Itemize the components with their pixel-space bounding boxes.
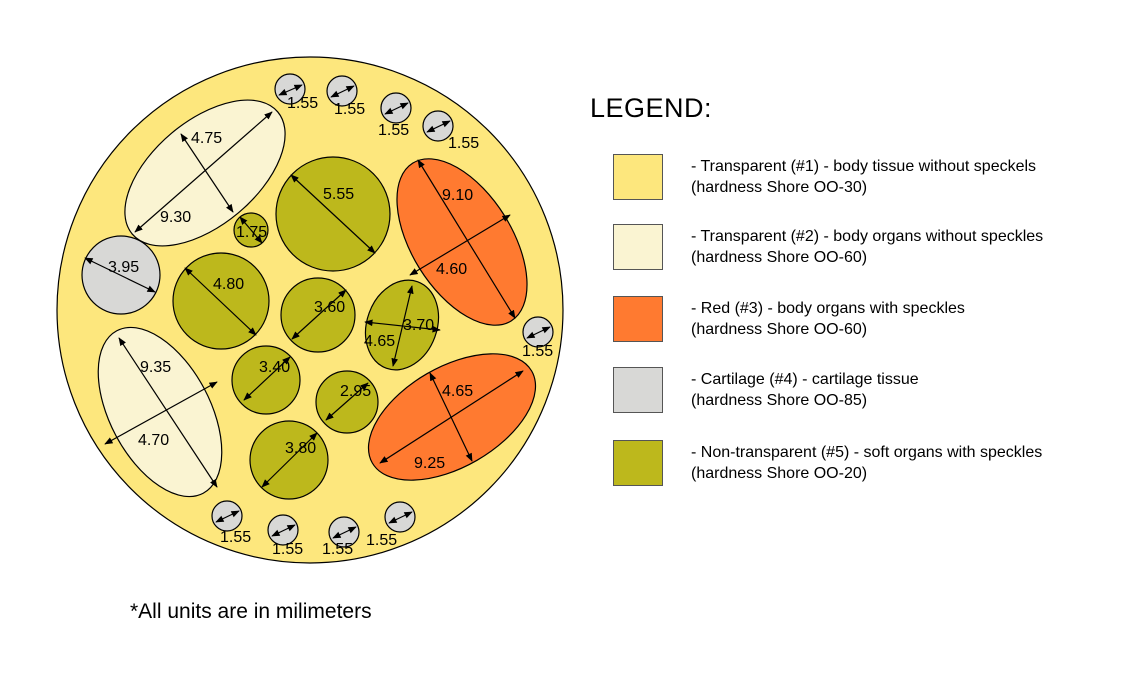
legend-text: - Cartilage (#4) - cartilage tissue (har… [691, 369, 919, 411]
dimension-label: 1.55 [220, 529, 251, 546]
dimension-label: 5.55 [323, 186, 354, 203]
dimension-label: 3.80 [285, 440, 316, 457]
soft-organ-3-40: 3.40 [231, 345, 301, 415]
cartilage-small-top-4: 1.55 [422, 110, 479, 152]
legend-text: - Non-transparent (#5) - soft organs wit… [691, 442, 1042, 484]
dimension-label: 1.55 [448, 135, 479, 152]
dimension-label: 1.55 [272, 541, 303, 558]
legend-item-transparent-1: - Transparent (#1) - body tissue without… [613, 154, 1133, 206]
dimension-label: 9.25 [414, 455, 445, 472]
dimension-label: 4.65 [442, 383, 473, 400]
red-organ-upper-right: 9.10 4.60 [396, 158, 528, 326]
dimension-label: 9.30 [160, 209, 191, 226]
cartilage-small-bottom-4: 1.55 [366, 501, 416, 549]
dimension-label: 3.70 [403, 317, 434, 334]
dimension-label: 3.60 [314, 299, 345, 316]
cartilage-small-bottom-3: 1.55 [322, 516, 360, 558]
transparent-organ-lower-left: 9.35 4.70 [97, 326, 223, 498]
legend-line: (hardness Shore OO-20) [691, 465, 868, 482]
legend-line: - Transparent (#1) - body tissue without… [691, 158, 1037, 175]
dimension-label: 9.10 [442, 187, 473, 204]
legend-line: - Non-transparent (#5) - soft organs wit… [691, 444, 1043, 461]
units-footnote: *All units are in milimeters [130, 600, 372, 623]
dimension-label: 3.40 [259, 359, 290, 376]
legend-line: - Transparent (#2) - body organs without… [691, 228, 1044, 245]
legend-swatch [613, 154, 663, 200]
dimension-label: 4.65 [364, 333, 395, 350]
cartilage-small-bottom-1: 1.55 [211, 500, 251, 546]
legend-swatch [613, 367, 663, 413]
legend-item-transparent-2: - Transparent (#2) - body organs without… [613, 224, 1133, 276]
legend-line: (hardness Shore OO-85) [691, 392, 868, 409]
legend-line: - Cartilage (#4) - cartilage tissue [691, 371, 919, 388]
legend-swatch [613, 224, 663, 270]
legend-line: - Red (#3) - body organs with speckles [691, 300, 965, 317]
dimension-label: 9.35 [140, 359, 171, 376]
soft-organ-ellipse-center-right: 3.70 4.65 [364, 279, 441, 371]
cartilage-small-top-1: 1.55 [274, 73, 318, 112]
dimension-label: 4.75 [191, 130, 222, 147]
soft-organ-1-75: 1.75 [233, 212, 269, 248]
legend-item-cartilage-4: - Cartilage (#4) - cartilage tissue (har… [613, 367, 1133, 419]
dimension-label: 1.55 [287, 95, 318, 112]
legend-line: (hardness Shore OO-30) [691, 179, 868, 196]
legend-line: (hardness Shore OO-60) [691, 321, 868, 338]
transparent-organ-upper-left: 4.75 9.30 [124, 99, 286, 247]
legend-item-red-3: - Red (#3) - body organs with speckles (… [613, 296, 1133, 348]
dimension-label: 1.75 [236, 224, 267, 241]
legend-title: LEGEND: [590, 93, 713, 123]
legend-swatch [613, 296, 663, 342]
dimension-label: 1.55 [322, 541, 353, 558]
cartilage-small-bottom-2: 1.55 [267, 514, 303, 558]
legend-item-non-transparent-5: - Non-transparent (#5) - soft organs wit… [613, 440, 1133, 492]
cartilage-large-left: 3.95 [81, 235, 161, 315]
cartilage-small-top-2: 1.55 [326, 75, 365, 118]
legend-swatch [613, 440, 663, 486]
soft-organ-2-95: 2.95 [315, 370, 379, 434]
soft-organ-3-60: 3.60 [280, 277, 356, 353]
red-organ-lower-right: 4.65 9.25 [367, 353, 537, 481]
dimension-label: 3.95 [108, 259, 139, 276]
dimension-label: 4.80 [213, 276, 244, 293]
cartilage-small-right: 1.55 [522, 316, 554, 360]
dimension-label: 4.60 [436, 261, 467, 278]
dimension-label: 1.55 [522, 343, 553, 360]
dimension-label: 1.55 [366, 532, 397, 549]
cartilage-small-top-3: 1.55 [378, 92, 412, 139]
soft-organ-4-80: 4.80 [172, 252, 270, 350]
legend-line: (hardness Shore OO-60) [691, 249, 868, 266]
soft-organ-5-55: 5.55 [275, 156, 391, 272]
tissue-phantom-diagram: 4.75 9.30 9.35 4.70 9.10 4.60 4.65 9.25 … [56, 56, 564, 564]
legend-text: - Transparent (#2) - body organs without… [691, 226, 1043, 268]
dimension-label: 1.55 [378, 122, 409, 139]
dimension-label: 4.70 [138, 432, 169, 449]
soft-organ-3-80: 3.80 [249, 420, 329, 500]
dimension-label: 2.95 [340, 383, 371, 400]
dimension-label: 1.55 [334, 101, 365, 118]
legend-text: - Transparent (#1) - body tissue without… [691, 156, 1036, 198]
legend-text: - Red (#3) - body organs with speckles (… [691, 298, 965, 340]
